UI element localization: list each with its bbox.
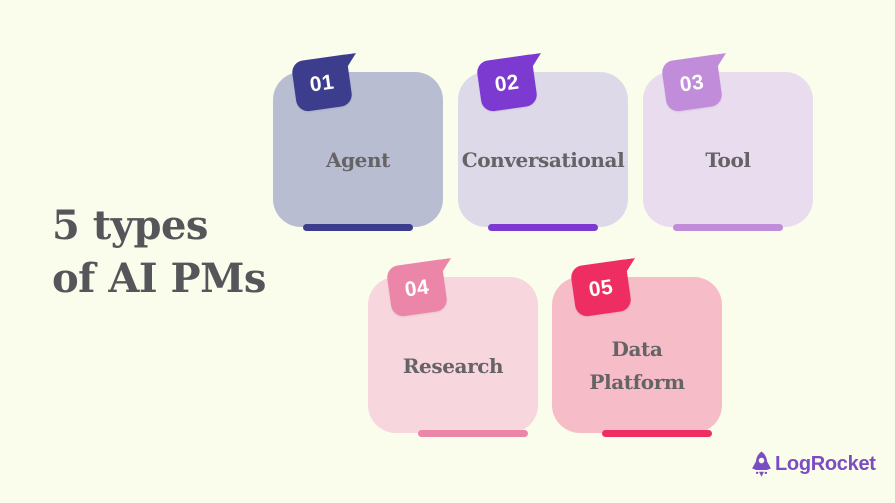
card-accent-bar (303, 224, 413, 231)
card-label: Agent (325, 148, 390, 172)
card-number-badge: 02 (475, 54, 539, 113)
logrocket-logo: LogRocket (751, 451, 876, 478)
card-number-badge: 04 (385, 259, 449, 318)
title-line-1: 5 types (52, 202, 208, 249)
rocket-icon (751, 451, 772, 478)
card-label: Tool (705, 148, 751, 172)
card-label: Data Platform (589, 337, 685, 394)
card-number-badge: 03 (660, 54, 724, 113)
page-title: 5 types of AI PMs (52, 200, 266, 306)
card-accent-bar (673, 224, 783, 231)
card-number: 04 (403, 274, 431, 302)
card-number-badge: 05 (569, 259, 633, 318)
card-number-badge: 01 (290, 54, 354, 113)
logo-text: LogRocket (775, 453, 876, 475)
title-line-2: of AI PMs (52, 254, 266, 302)
card-number: 03 (678, 69, 706, 97)
card-number: 01 (308, 69, 336, 97)
card-label: Conversational (461, 148, 625, 172)
card-conversational: 02 Conversational (458, 54, 628, 231)
card-accent-bar (488, 224, 598, 231)
card-data-platform: 05 Data Platform (552, 259, 722, 437)
card-number: 05 (587, 274, 615, 302)
card-agent: 01 Agent (273, 54, 443, 231)
card-accent-bar (602, 430, 712, 437)
card-tool: 03 Tool (643, 54, 813, 231)
card-research: 04 Research (368, 259, 538, 437)
card-label: Research (402, 353, 504, 378)
card-accent-bar (418, 430, 528, 437)
card-number: 02 (493, 69, 521, 97)
